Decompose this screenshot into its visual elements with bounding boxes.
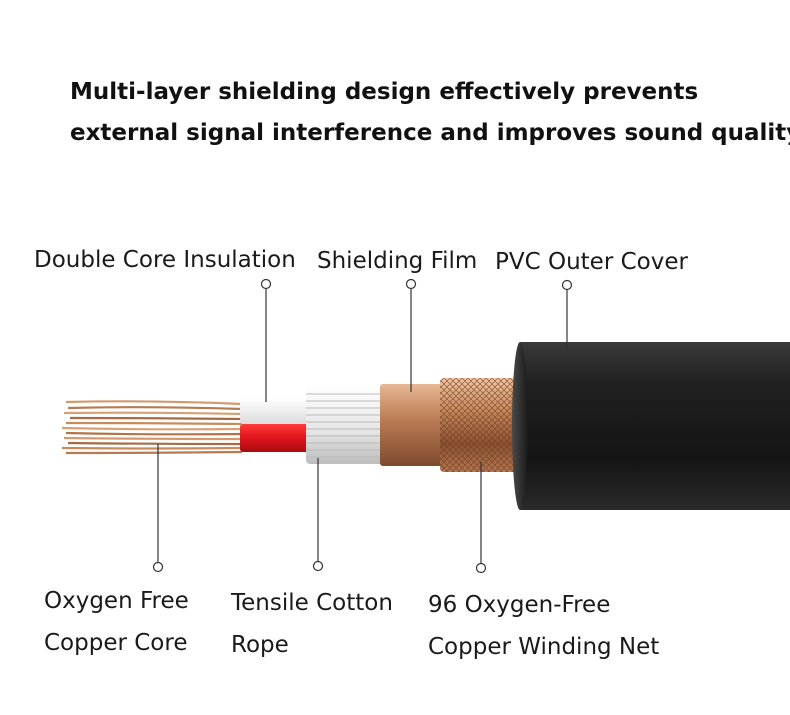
label-copper-winding-net-line-2: Copper Winding Net xyxy=(428,634,660,660)
pvc-outer-cover xyxy=(512,342,790,510)
label-copper-winding-net: 96 Oxygen-Free Copper Winding Net xyxy=(428,584,659,668)
copper-winding-net xyxy=(440,378,518,472)
marker-copper-winding-net xyxy=(475,562,487,574)
marker-shielding-film xyxy=(405,278,417,290)
shielding-film xyxy=(380,384,442,466)
headline-line-2: external signal interference and improve… xyxy=(70,120,790,146)
label-tensile-cotton-rope: Tensile Cotton Rope xyxy=(231,582,393,666)
label-oxygen-free-copper-core-line-2: Copper Core xyxy=(44,630,188,656)
headline: Multi-layer shielding design effectively… xyxy=(70,72,790,154)
label-tensile-cotton-rope-line-2: Rope xyxy=(231,632,289,658)
label-pvc-outer-cover: PVC Outer Cover xyxy=(495,249,688,275)
marker-tensile-cotton-rope xyxy=(312,560,324,572)
tensile-cotton-rope xyxy=(306,386,384,464)
label-shielding-film: Shielding Film xyxy=(317,248,478,274)
marker-oxygen-free-copper-core xyxy=(152,561,164,573)
label-tensile-cotton-rope-line-1: Tensile Cotton xyxy=(231,590,393,616)
label-oxygen-free-copper-core-line-1: Oxygen Free xyxy=(44,588,189,614)
label-copper-winding-net-line-1: 96 Oxygen-Free xyxy=(428,592,611,618)
headline-line-1: Multi-layer shielding design effectively… xyxy=(70,79,699,105)
double-core-insulation xyxy=(240,398,310,452)
label-double-core-insulation: Double Core Insulation xyxy=(34,247,296,273)
marker-pvc-outer-cover xyxy=(561,279,573,291)
label-oxygen-free-copper-core: Oxygen Free Copper Core xyxy=(44,580,189,664)
marker-double-core-insulation xyxy=(260,278,272,290)
copper-strands xyxy=(61,400,243,455)
